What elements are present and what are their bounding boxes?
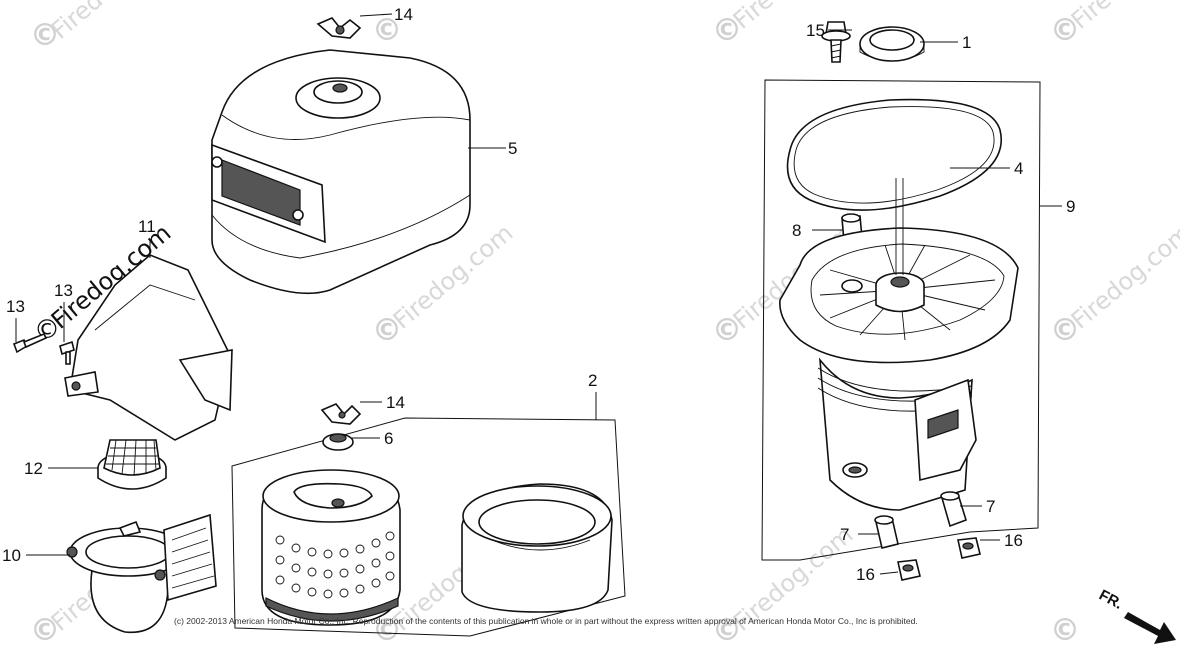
watermark-text: Firedog.com [1066,0,1180,35]
callout-7-right: 7 [986,497,995,516]
part-5-air-cleaner-cover [211,49,471,295]
callout-14-mid: 14 [386,393,405,412]
callout-11: 11 [138,217,156,236]
part-14-wing-nut-mid [320,403,362,425]
callout-10: 10 [2,546,21,565]
part-4-gasket [786,98,1002,211]
callout-8: 8 [792,221,801,240]
callout-4: 4 [1014,159,1023,178]
leader-lines [15,13,1062,575]
callout-9: 9 [1066,197,1075,216]
callout-1: 1 [962,33,971,52]
part-1-seal-ring [859,26,925,62]
callout-16-right: 16 [1004,531,1023,550]
callouts: 14 5 15 1 4 9 8 11 13 13 2 14 6 12 10 7 … [2,5,1075,584]
front-direction-indicator: FR. [1096,587,1176,644]
copyright-notice: (c) 2002-2013 American Honda Motor Co., … [174,616,918,626]
part-air-cleaner-case [779,178,1019,511]
part-16-nuts [897,537,981,581]
part-13-screws [12,332,75,365]
callout-7-left: 7 [840,525,849,544]
callout-16-left: 16 [856,565,875,584]
watermark-symbol: © [1050,13,1080,48]
callout-12: 12 [24,459,43,478]
callout-6: 6 [384,429,393,448]
part-7-tubes [874,491,967,549]
direction-arrow-icon [1124,612,1176,644]
part-14-wing-nut-top [316,17,362,39]
part-12-filter-screen [97,439,167,490]
part-2-element-box [231,417,626,637]
watermark-symbol: © [1050,613,1080,648]
part-foam-element [461,483,613,613]
watermark-symbol: © [712,613,742,648]
watermark-text: Firedog.com [1066,219,1180,335]
callout-5: 5 [508,139,517,158]
watermark-symbol: © [372,13,402,48]
watermark-symbol: © [1050,313,1080,348]
callout-13-left: 13 [6,297,25,316]
watermark-symbol: © [712,313,742,348]
watermark-symbol: © [372,613,402,648]
direction-label: FR. [1096,587,1125,613]
watermark-symbol: © [30,613,60,648]
watermark-symbol: © [712,13,742,48]
part-10-elbow [66,513,217,634]
callout-13-right: 13 [54,281,73,300]
part-6-grommet [322,433,354,451]
watermark-text: Firedog.com [46,0,177,45]
part-9-case-box [761,79,1041,561]
part-paper-element [261,469,401,626]
callout-2: 2 [588,371,597,390]
callout-14-top: 14 [394,5,413,24]
callout-15: 15 [806,21,825,40]
watermark-symbol: © [30,18,60,53]
watermark-symbol: © [372,313,402,348]
part-11-duct-cover [64,254,233,441]
part-15-bolt [821,21,851,63]
